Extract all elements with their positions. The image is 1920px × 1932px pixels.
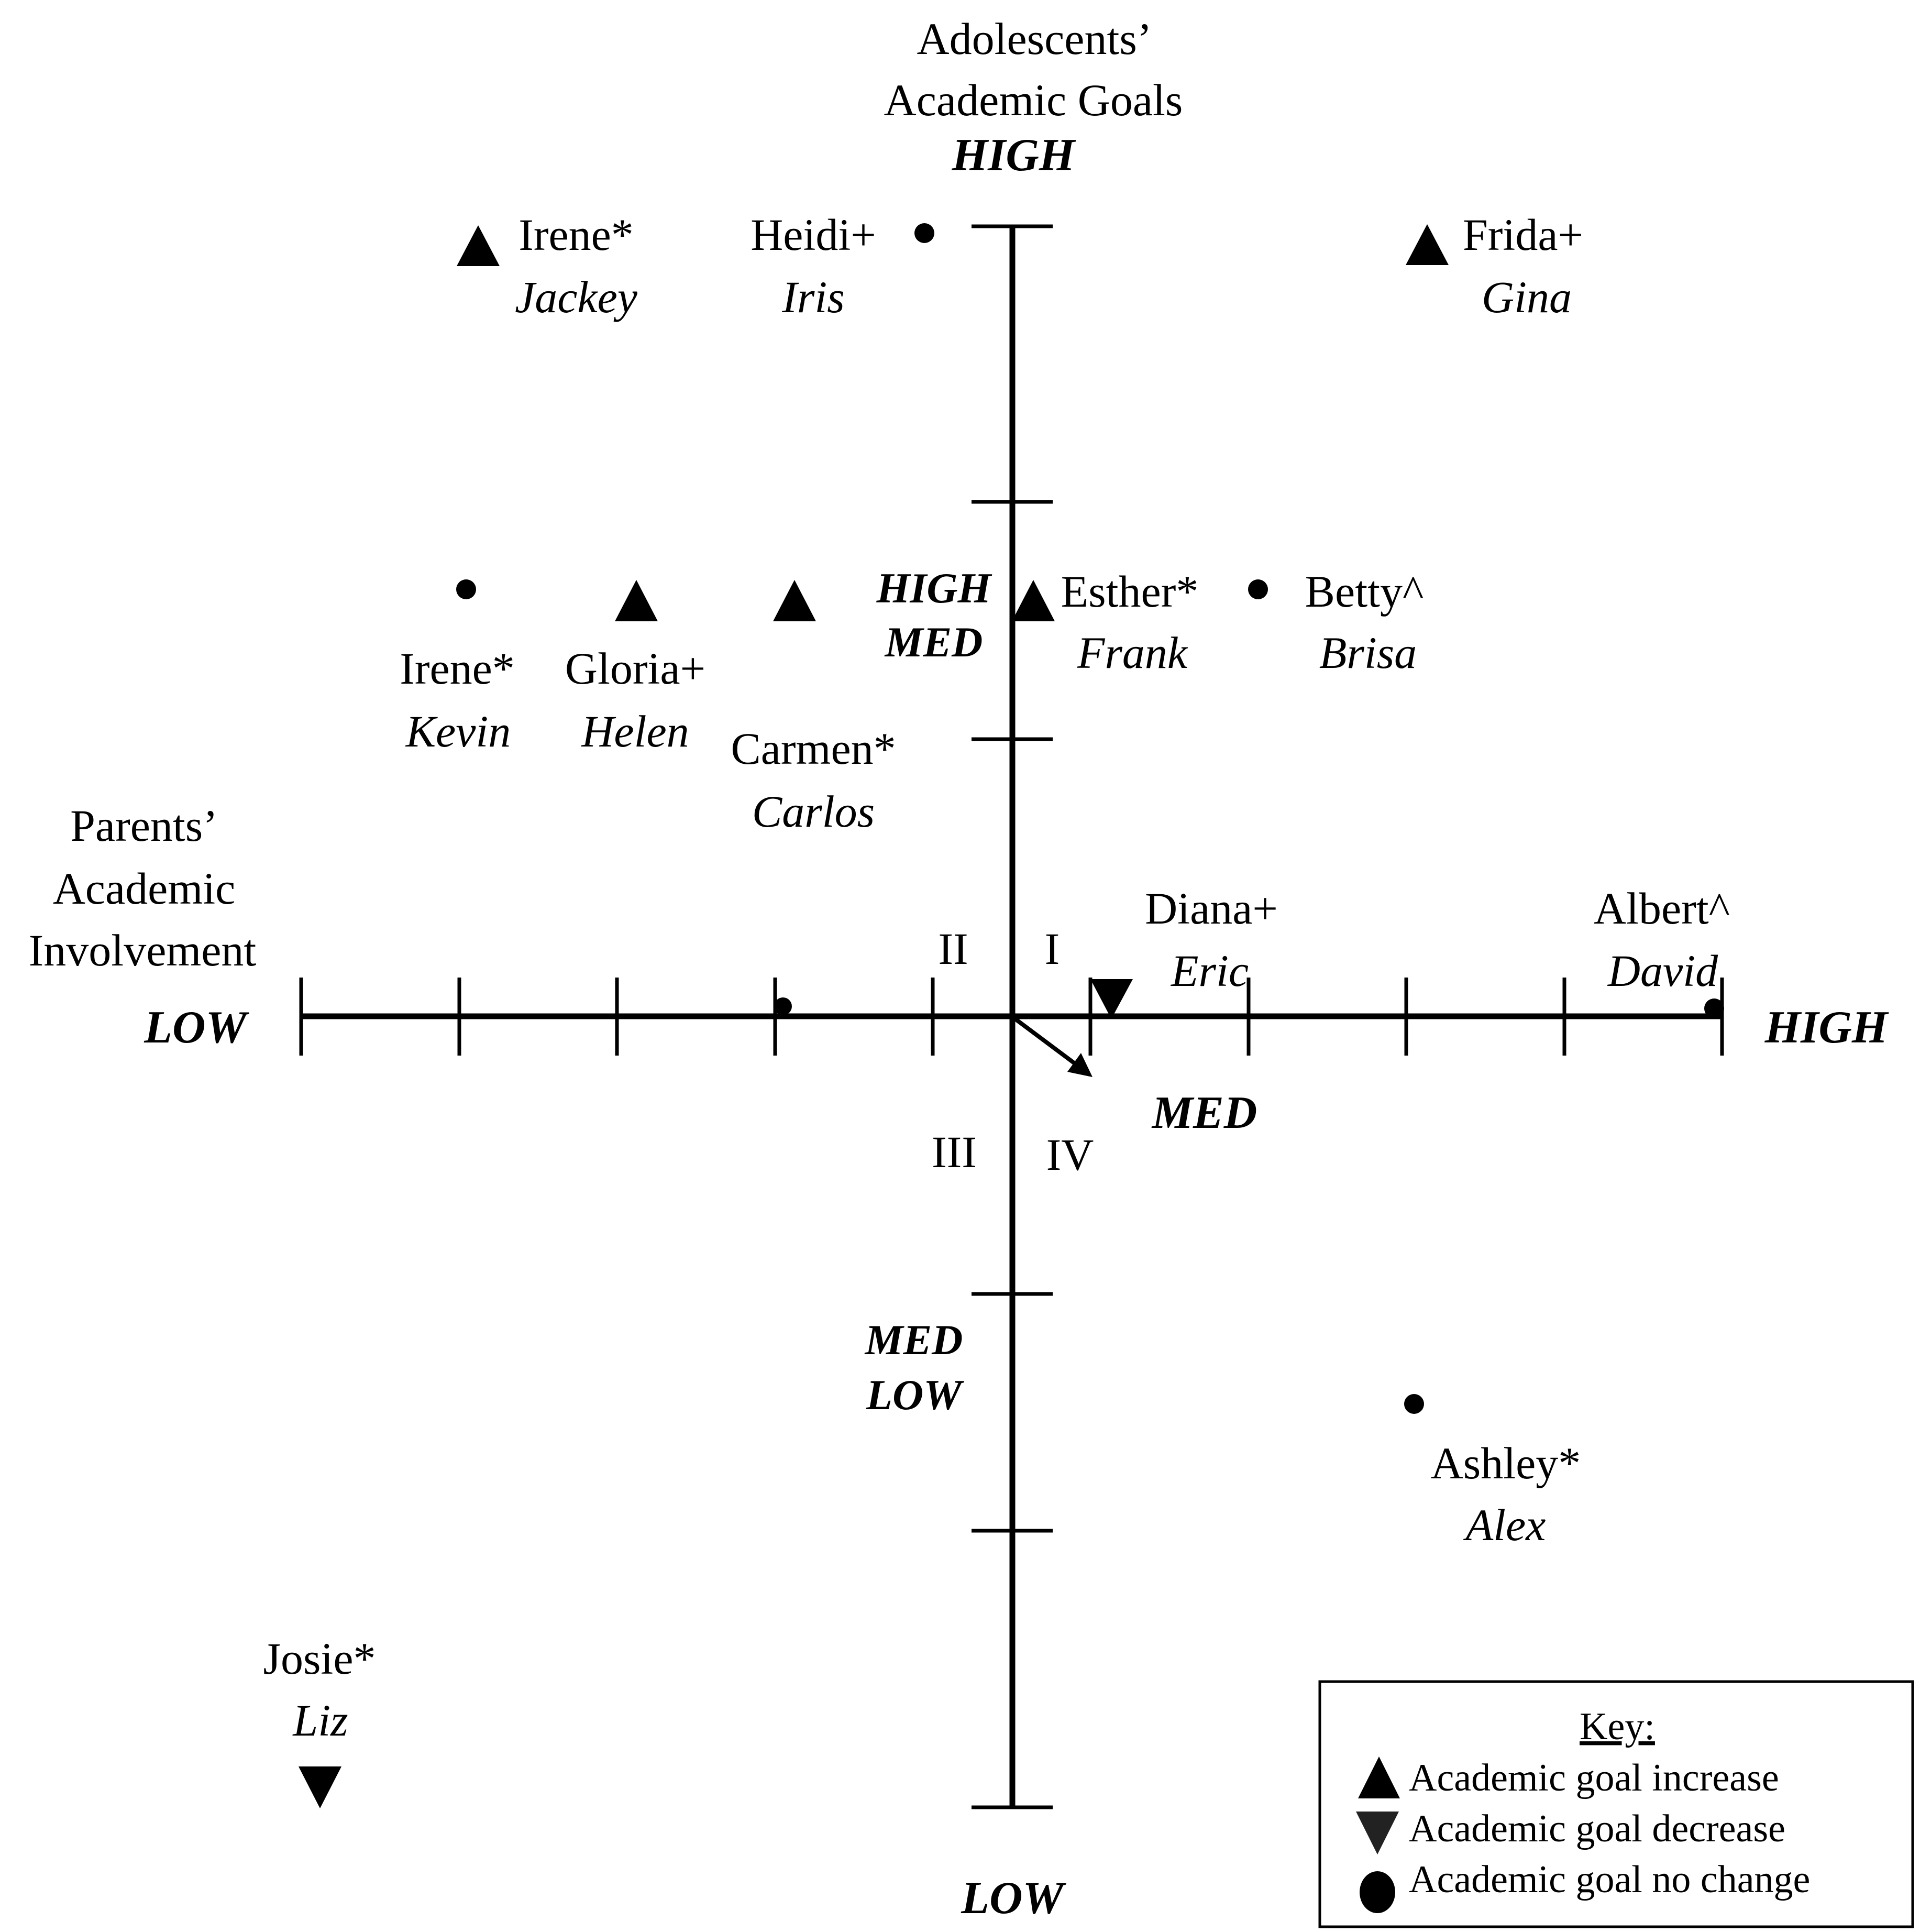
adolescent-label: David (1607, 946, 1718, 996)
up-triangle-icon (773, 580, 816, 621)
circle-icon (456, 579, 476, 599)
legend-item-no-change: Academic goal no change (1409, 1858, 1810, 1901)
circle-icon (914, 223, 934, 243)
y-level-high-med-2: MED (884, 618, 983, 666)
parent-label: Esther* (1061, 566, 1199, 617)
circle-icon (774, 997, 792, 1015)
x-level-low: LOW (144, 1002, 249, 1053)
parent-label: Heidi+ (751, 210, 876, 260)
parent-label: Irene* (518, 210, 634, 260)
circle-icon (1248, 579, 1268, 599)
x-axis-title-line3: Involvement (29, 925, 257, 975)
legend-item-increase: Academic goal increase (1409, 1757, 1779, 1799)
legend-title: Key: (1580, 1705, 1655, 1748)
circle-icon (1704, 998, 1724, 1018)
circle-icon (1404, 1394, 1424, 1414)
adolescent-label: Liz (292, 1695, 348, 1746)
med-arrow-head (1067, 1053, 1093, 1077)
parent-label: Frida+ (1463, 210, 1583, 260)
legend-item-decrease: Academic goal decrease (1409, 1807, 1785, 1850)
parent-label: Ashley* (1431, 1438, 1581, 1488)
up-triangle-icon (457, 225, 500, 266)
adolescent-label: Frank (1077, 628, 1188, 678)
parent-label: Betty^ (1305, 566, 1424, 617)
axes (299, 224, 1724, 1809)
axis-labels: Adolescents’ Academic Goals HIGH HIGH ME… (29, 14, 1889, 1924)
y-level-high: HIGH (952, 130, 1076, 181)
legend-box (1318, 1680, 1914, 1928)
adolescent-label: Brisa (1319, 628, 1417, 678)
quadrant-2: II (938, 924, 968, 974)
y-axis-title-line2: Academic Goals (884, 75, 1183, 125)
y-level-med-low-1: MED (864, 1316, 963, 1364)
adolescent-label: Helen (581, 706, 689, 756)
quadrant-4: IV (1046, 1129, 1094, 1180)
down-triangle-icon (1356, 1812, 1399, 1854)
adolescent-label: Carlos (752, 786, 875, 837)
adolescent-label: Jackey (515, 272, 638, 322)
up-triangle-icon (1012, 580, 1055, 621)
adolescent-label: Iris (781, 272, 844, 322)
markers (299, 223, 1724, 1808)
adolescent-label: Gina (1482, 272, 1572, 322)
x-axis-title-line1: Parents’ (70, 800, 218, 851)
adolescent-label: Alex (1463, 1500, 1546, 1550)
y-level-med-low-2: LOW (866, 1371, 964, 1419)
legend: Key: Academic goal increase Academic goa… (1318, 1680, 1914, 1928)
y-level-low: LOW (961, 1873, 1066, 1924)
med-arrow-line (1013, 1016, 1080, 1069)
dyad-labels: Irene* Jackey Heidi+ Iris Frida+ Gina Ir… (263, 210, 1730, 1746)
parent-label: Diana+ (1145, 883, 1278, 934)
down-triangle-icon (299, 1766, 341, 1808)
parent-label: Irene* (400, 643, 515, 694)
quadrant-3: III (932, 1127, 977, 1177)
x-axis-title-line2: Academic (53, 863, 236, 914)
parent-label: Gloria+ (565, 643, 705, 694)
parent-label: Carmen* (731, 723, 896, 774)
parent-label: Josie* (263, 1633, 376, 1684)
y-axis-title-line1: Adolescents’ (917, 14, 1152, 64)
down-triangle-icon (1090, 979, 1133, 1019)
quadrant-1: I (1045, 924, 1060, 974)
y-level-high-med-1: HIGH (876, 564, 992, 612)
adolescent-label: Kevin (405, 706, 511, 756)
circle-icon (1360, 1871, 1395, 1913)
quadrant-labels: I II III IV (932, 924, 1094, 1180)
adolescent-label: Eric (1170, 946, 1249, 996)
up-triangle-icon (1358, 1757, 1400, 1798)
parent-label: Albert^ (1594, 883, 1730, 934)
x-level-high: HIGH (1764, 1002, 1889, 1053)
x-level-med: MED (1151, 1088, 1257, 1138)
up-triangle-icon (1406, 224, 1449, 265)
up-triangle-icon (615, 580, 658, 621)
